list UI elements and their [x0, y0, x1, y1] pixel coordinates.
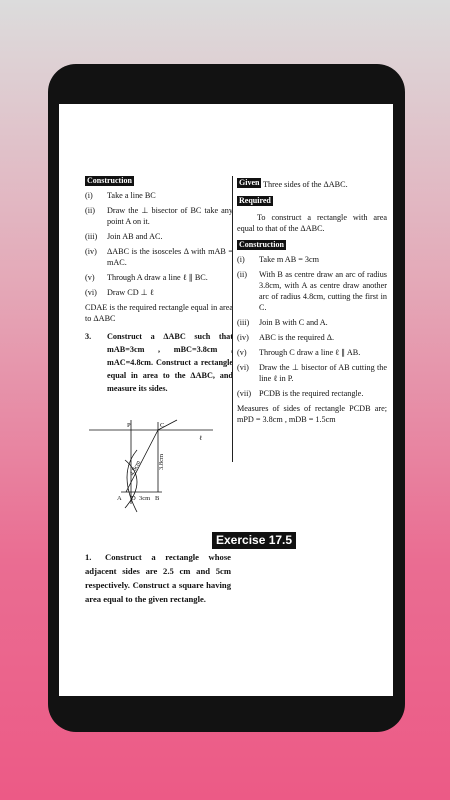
given-text: Three sides of the ΔABC.: [263, 180, 348, 189]
label-P: P: [127, 422, 131, 429]
label-A: A: [117, 495, 122, 502]
step-item: (vii)PCDB is the required rectangle.: [237, 389, 364, 398]
required-header: Required: [237, 196, 273, 206]
label-D: D: [131, 495, 136, 502]
book-page: Construction (i)Take a line BC (ii)Draw …: [59, 104, 393, 696]
required-text: To construct a rectangle with area equal…: [237, 213, 387, 233]
label-BC: 3.8cm: [158, 454, 165, 470]
step-item: (iii)Join AB and AC.: [85, 232, 163, 241]
step-item: (vi)Draw the ⊥ bisector of AB cutting th…: [237, 363, 387, 383]
left-column: Construction (i)Take a line BC (ii)Draw …: [85, 174, 233, 399]
construction-header-right: Construction: [237, 240, 286, 250]
label-l: ℓ: [199, 435, 202, 442]
conclusion-text: CDAE is the required rectangle equal in …: [85, 303, 233, 323]
construction-figure: P C ℓ 4.8cm 3.8cm A D 3cm B: [89, 419, 213, 513]
column-divider: [232, 176, 233, 462]
step-item: (i)Take m AB = 3cm: [237, 255, 319, 264]
step-item: (i)Take a line BC: [85, 191, 156, 200]
step-item: (ii)Draw the ⊥ bisector of BC take any p…: [85, 206, 233, 226]
right-column: Given Three sides of the ΔABC. Required …: [237, 176, 387, 429]
question-3: 3. Construct a ΔABC such that mAB=3cm , …: [85, 332, 233, 393]
step-item: (v)Through C draw a line ℓ ∥ AB.: [237, 348, 361, 357]
label-AB: 3cm: [139, 495, 150, 502]
step-item: (iv)ΔABC is the isosceles Δ with mAB = m…: [85, 247, 233, 267]
step-item: (vi)Draw CD ⊥ ℓ: [85, 288, 154, 297]
step-item: (iv)ABC is the required Δ.: [237, 333, 335, 342]
given-header: Given: [237, 178, 262, 188]
step-item: (ii)With B as centre draw an arc of radi…: [237, 270, 387, 312]
exercise-question-1: 1.Construct a rectangle whose adjacent s…: [85, 552, 231, 604]
construction-header: Construction: [85, 176, 134, 186]
label-C: C: [160, 422, 164, 429]
step-item: (v)Through A draw a line ℓ ∥ BC.: [85, 273, 208, 282]
label-B: B: [155, 495, 160, 502]
exercise-title: Exercise 17.5: [212, 532, 297, 549]
measures-text: Measures of sides of rectangle PCDB are;…: [237, 404, 387, 424]
step-item: (iii)Join B with C and A.: [237, 318, 328, 327]
